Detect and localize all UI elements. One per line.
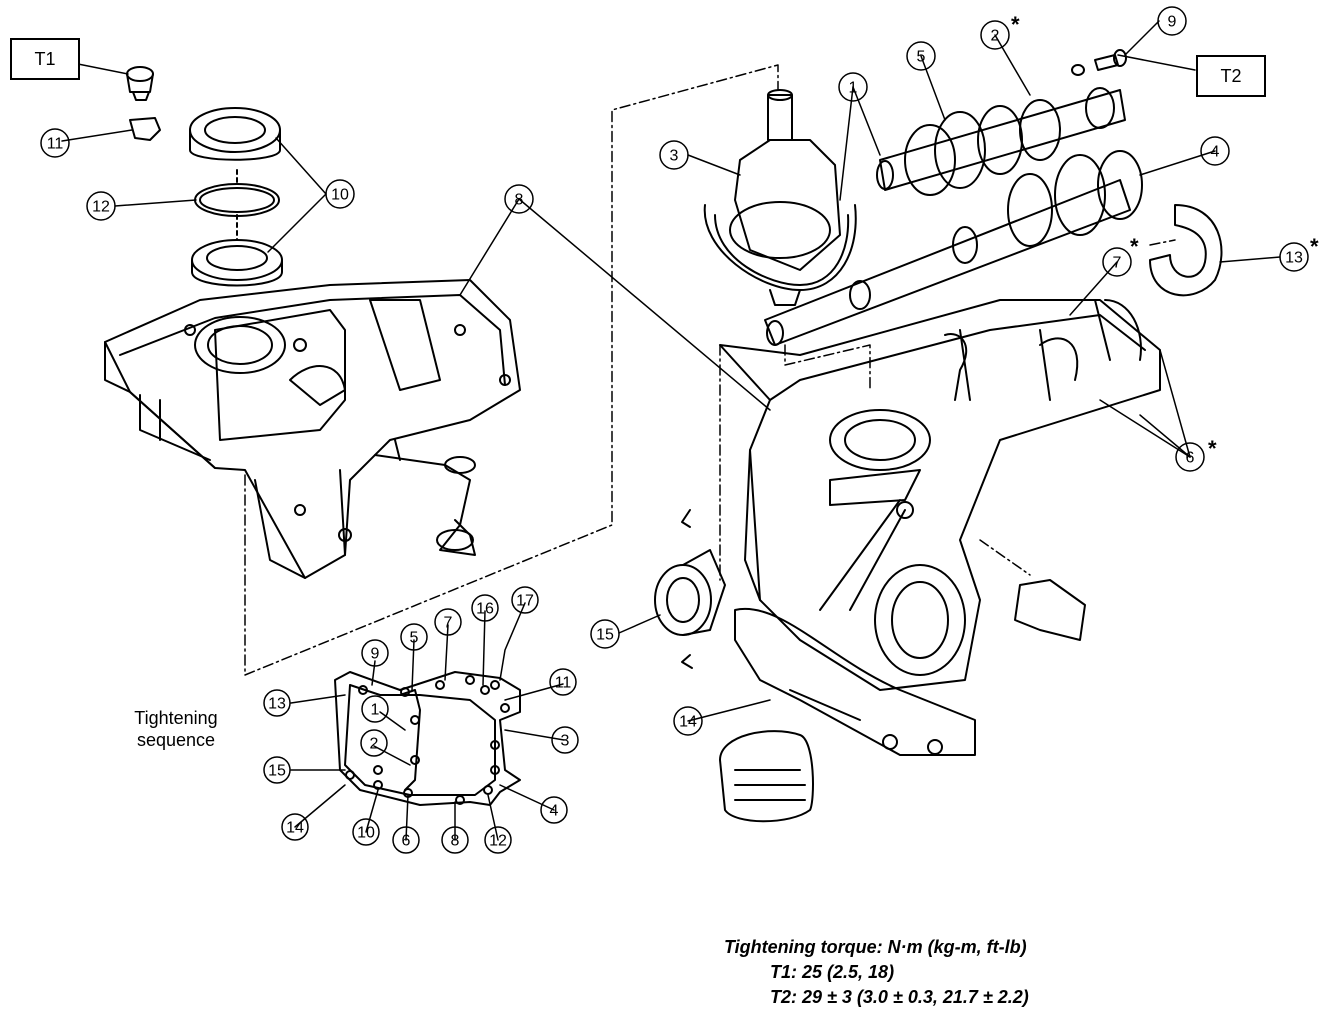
caption-line-2: sequence	[136, 730, 216, 750]
callout-5: 5	[917, 49, 926, 66]
callout-2: 2	[991, 28, 1000, 45]
seq-callout-1: 1	[371, 702, 380, 719]
tightening-sequence-plate	[334, 671, 521, 806]
asterisk-2: *	[1011, 12, 1020, 37]
callout-12: 12	[92, 199, 110, 216]
callout-13: 13	[1285, 250, 1303, 267]
seq-callout-4: 4	[550, 803, 559, 820]
callout-7: 7	[1113, 255, 1122, 272]
clutch-housing-drawing	[104, 279, 521, 579]
seq-callout-16: 16	[476, 601, 494, 618]
seq-callout-6: 6	[402, 833, 411, 850]
torque-t2: T2: 29 ± 3 (3.0 ± 0.3, 21.7 ± 2.2)	[770, 987, 1029, 1007]
seq-callout-11: 11	[555, 675, 572, 692]
transaxle-case-drawing	[654, 49, 1161, 823]
caption-line-1: Tightening	[134, 708, 218, 728]
seq-callout-13: 13	[268, 696, 286, 713]
asterisk-6: *	[1208, 436, 1217, 461]
callout-3: 3	[670, 148, 679, 165]
seq-callout-17: 17	[516, 593, 534, 610]
t2-label: T2	[1196, 55, 1266, 97]
alignment-lines	[244, 64, 1176, 676]
seq-callout-5: 5	[410, 630, 419, 647]
seq-callout-9: 9	[371, 646, 380, 663]
callout-15: 15	[596, 627, 614, 644]
seq-callout-8: 8	[451, 833, 460, 850]
t1-label: T1	[10, 38, 80, 80]
seq-callout-14: 14	[286, 820, 304, 837]
shafts-drawing	[764, 87, 1223, 346]
callout-6: 6	[1186, 450, 1195, 467]
callout-labels: 1 2 3 4 5 6 7 8 9 10 11 12 13 14 15 1 2 …	[47, 14, 1303, 850]
callout-11: 11	[47, 136, 64, 153]
asterisk-13: *	[1310, 234, 1319, 259]
seq-callout-10: 10	[357, 825, 375, 842]
torque-spec: Tightening torque: N·m (kg-m, ft-lb) T1:…	[724, 935, 1029, 1010]
seq-callout-7: 7	[444, 615, 453, 632]
callout-circles	[40, 6, 1309, 854]
tightening-sequence-caption: Tightening sequence	[124, 707, 228, 751]
seq-callout-2: 2	[370, 736, 379, 753]
torque-heading: Tightening torque: N·m (kg-m, ft-lb)	[724, 937, 1027, 957]
callout-1: 1	[849, 80, 858, 97]
callout-14: 14	[679, 714, 697, 731]
seq-callout-12: 12	[489, 833, 507, 850]
differential-drawing	[703, 89, 857, 306]
leader-lines	[61, 20, 1281, 841]
callout-9: 9	[1168, 14, 1177, 31]
drain-plug-drawing	[126, 66, 161, 141]
callout-8: 8	[515, 192, 524, 209]
asterisk-7: *	[1130, 234, 1139, 259]
torque-t1: T1: 25 (2.5, 18)	[770, 962, 895, 982]
bearing-set-drawing	[189, 107, 283, 287]
seq-callout-15: 15	[268, 763, 286, 780]
seq-callout-3: 3	[561, 733, 570, 750]
callout-10: 10	[331, 187, 349, 204]
callout-4: 4	[1211, 144, 1220, 161]
